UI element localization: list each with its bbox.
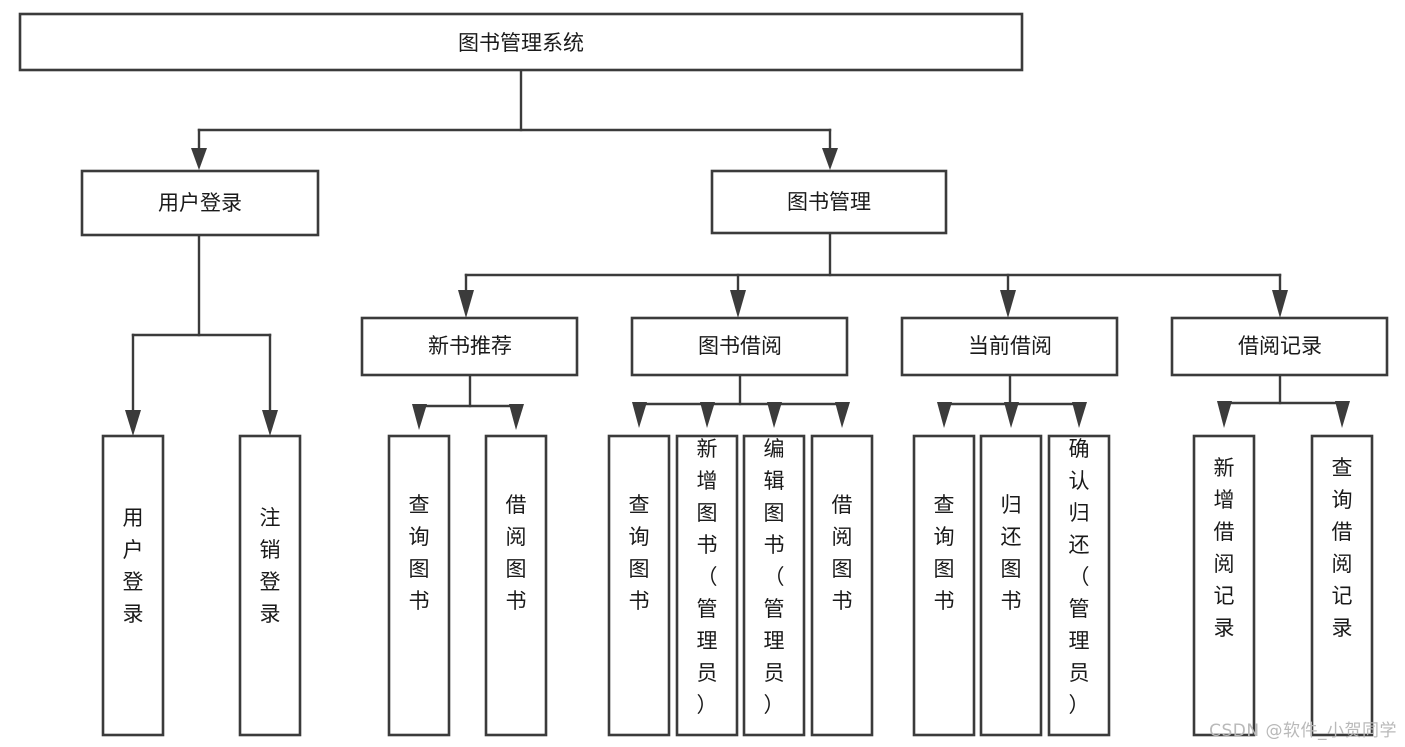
node-current-borrow-label: 当前借阅 [968,334,1052,358]
leaf-label: 归还图书 [1001,493,1022,613]
leaf-borrow-record-0[interactable]: 新增借阅记录 [1192,434,1256,737]
node-borrow-record[interactable]: 借阅记录 [1170,316,1389,377]
leaf-label: 查询图书 [629,493,650,613]
leaf-book-borrow-2[interactable]: 编辑图书（管理员） [742,434,806,737]
arrow-head-icon [412,404,427,430]
leaf-user-login-0[interactable]: 用户登录 [101,434,165,737]
node-book-management-label: 图书管理 [787,190,871,214]
leaf-box[interactable] [912,434,976,737]
arrow-head-icon [262,410,278,436]
node-new-book-recommend-box[interactable] [360,316,579,377]
leaf-new-book-0[interactable]: 查询图书 [387,434,451,737]
node-new-book-recommend[interactable]: 新书推荐 [360,316,579,377]
leaf-user-login-1[interactable]: 注销登录 [238,434,302,737]
node-book-management-box[interactable] [710,169,948,235]
leaf-box[interactable] [484,434,548,737]
leaf-box[interactable] [810,434,874,737]
node-book-management[interactable]: 图书管理 [710,169,948,235]
arrow-head-icon [509,404,524,430]
node-book-borrow-box[interactable] [630,316,849,377]
leaf-box[interactable] [742,434,806,737]
node-root[interactable]: 图书管理系统 [18,12,1024,72]
leaf-current-borrow-0[interactable]: 查询图书 [912,434,976,737]
leaf-label: 确认归还（管理员） [1069,437,1090,717]
leaf-label: 查询图书 [409,493,430,613]
leaf-box[interactable] [675,434,739,737]
arrow-head-icon [1217,401,1232,428]
arrow-head-icon [1272,290,1288,318]
arrow-head-icon [458,290,474,318]
node-book-borrow[interactable]: 图书借阅 [630,316,849,377]
node-current-borrow-box[interactable] [900,316,1119,377]
leaf-box[interactable] [387,434,451,737]
leaf-label: 新增图书（管理员） [697,437,718,717]
arrow-head-icon [1000,290,1016,318]
node-user-login-label: 用户登录 [158,191,242,215]
leaf-box[interactable] [607,434,671,737]
node-book-borrow-label: 图书借阅 [698,334,782,358]
arrow-head-icon [1004,402,1019,428]
leaf-label: 借阅图书 [832,493,853,613]
connector-group-current-borrow [937,373,1087,428]
connector-group-book-borrow [632,373,850,428]
node-new-book-recommend-label: 新书推荐 [428,334,512,358]
leaf-book-borrow-0[interactable]: 查询图书 [607,434,671,737]
leaf-borrow-record-1[interactable]: 查询借阅记录 [1310,434,1374,737]
arrow-head-icon [700,402,715,428]
arrow-head-icon [191,148,207,170]
connector-group-user-login [125,233,278,436]
node-current-borrow[interactable]: 当前借阅 [900,316,1119,377]
node-root-label: 图书管理系统 [458,31,584,55]
leaf-box[interactable] [1310,434,1374,737]
arrow-head-icon [835,402,850,428]
node-user-login-box[interactable] [80,169,320,237]
leaf-box[interactable] [1047,434,1111,737]
arrow-head-icon [822,148,838,170]
leaf-new-book-1[interactable]: 借阅图书 [484,434,548,737]
connector-group-root [191,68,838,170]
leaf-current-borrow-1[interactable]: 归还图书 [979,434,1043,737]
connector-group-borrow-record [1217,373,1350,428]
arrow-head-icon [730,290,746,318]
leaf-current-borrow-2[interactable]: 确认归还（管理员） [1047,434,1111,737]
arrow-head-icon [1072,402,1087,428]
leaf-label: 查询借阅记录 [1332,456,1353,640]
leaf-label: 注销登录 [260,506,281,626]
leaf-label: 用户登录 [123,506,144,626]
arrow-head-icon [125,410,141,436]
leaf-label: 查询图书 [934,493,955,613]
arrow-head-icon [767,402,782,428]
node-borrow-record-box[interactable] [1170,316,1389,377]
connector-group-new-book [412,373,524,430]
node-borrow-record-label: 借阅记录 [1238,334,1322,358]
leaf-book-borrow-3[interactable]: 借阅图书 [810,434,874,737]
leaf-box[interactable] [979,434,1043,737]
arrow-head-icon [937,402,952,428]
node-root-box[interactable] [18,12,1024,72]
leaf-label: 借阅图书 [506,493,527,613]
leaf-box[interactable] [238,434,302,737]
leaf-box[interactable] [101,434,165,737]
leaf-book-borrow-1[interactable]: 新增图书（管理员） [675,434,739,737]
node-user-login[interactable]: 用户登录 [80,169,320,237]
leaf-label: 新增借阅记录 [1214,456,1235,640]
connector-group-book-management [458,231,1288,318]
arrow-head-icon [632,402,647,428]
leaf-box[interactable] [1192,434,1256,737]
arrow-head-icon [1335,401,1350,428]
leaf-label: 编辑图书（管理员） [764,437,785,717]
